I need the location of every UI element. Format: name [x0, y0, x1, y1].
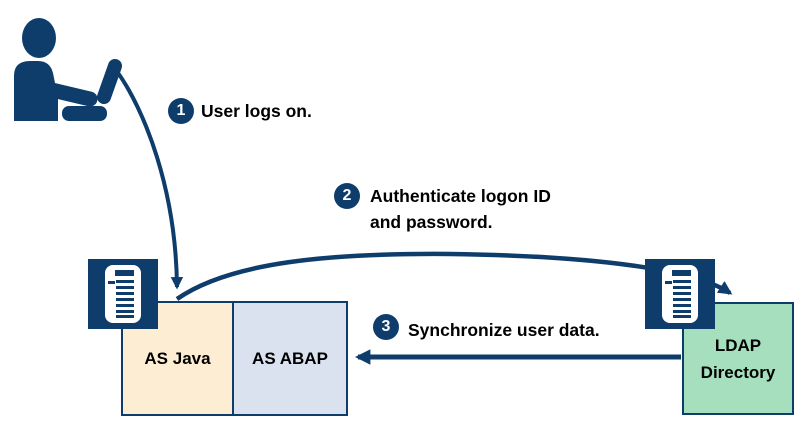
step-2-caption-line1: Authenticate logon ID — [370, 186, 551, 206]
ldap-label-line1: LDAP — [714, 335, 762, 355]
step-1-caption: User logs on. — [201, 101, 312, 121]
step-2-caption: Authenticate logon ID and password. — [370, 183, 551, 235]
arrow-user-logon — [114, 68, 184, 290]
step-3-caption: Synchronize user data. — [408, 320, 600, 340]
ldap-directory-box: LDAP Directory — [682, 302, 794, 415]
arrow-authenticate — [175, 251, 733, 301]
ldap-label-line2: Directory — [700, 362, 776, 382]
step-2-number: 2 — [342, 187, 352, 204]
step-2-badge: 2 — [334, 183, 360, 209]
step-3-badge: 3 — [373, 314, 399, 340]
step-1-badge: 1 — [168, 98, 194, 124]
as-java-box: AS Java — [121, 301, 234, 416]
step-2-caption-line2: and password. — [370, 212, 493, 232]
as-abap-box: AS ABAP — [232, 301, 348, 416]
step-1-number: 1 — [176, 102, 186, 119]
user-at-laptop-icon — [14, 18, 122, 121]
step-3-number: 3 — [381, 318, 391, 335]
as-abap-label: AS ABAP — [252, 348, 328, 368]
as-java-label: AS Java — [144, 348, 211, 368]
